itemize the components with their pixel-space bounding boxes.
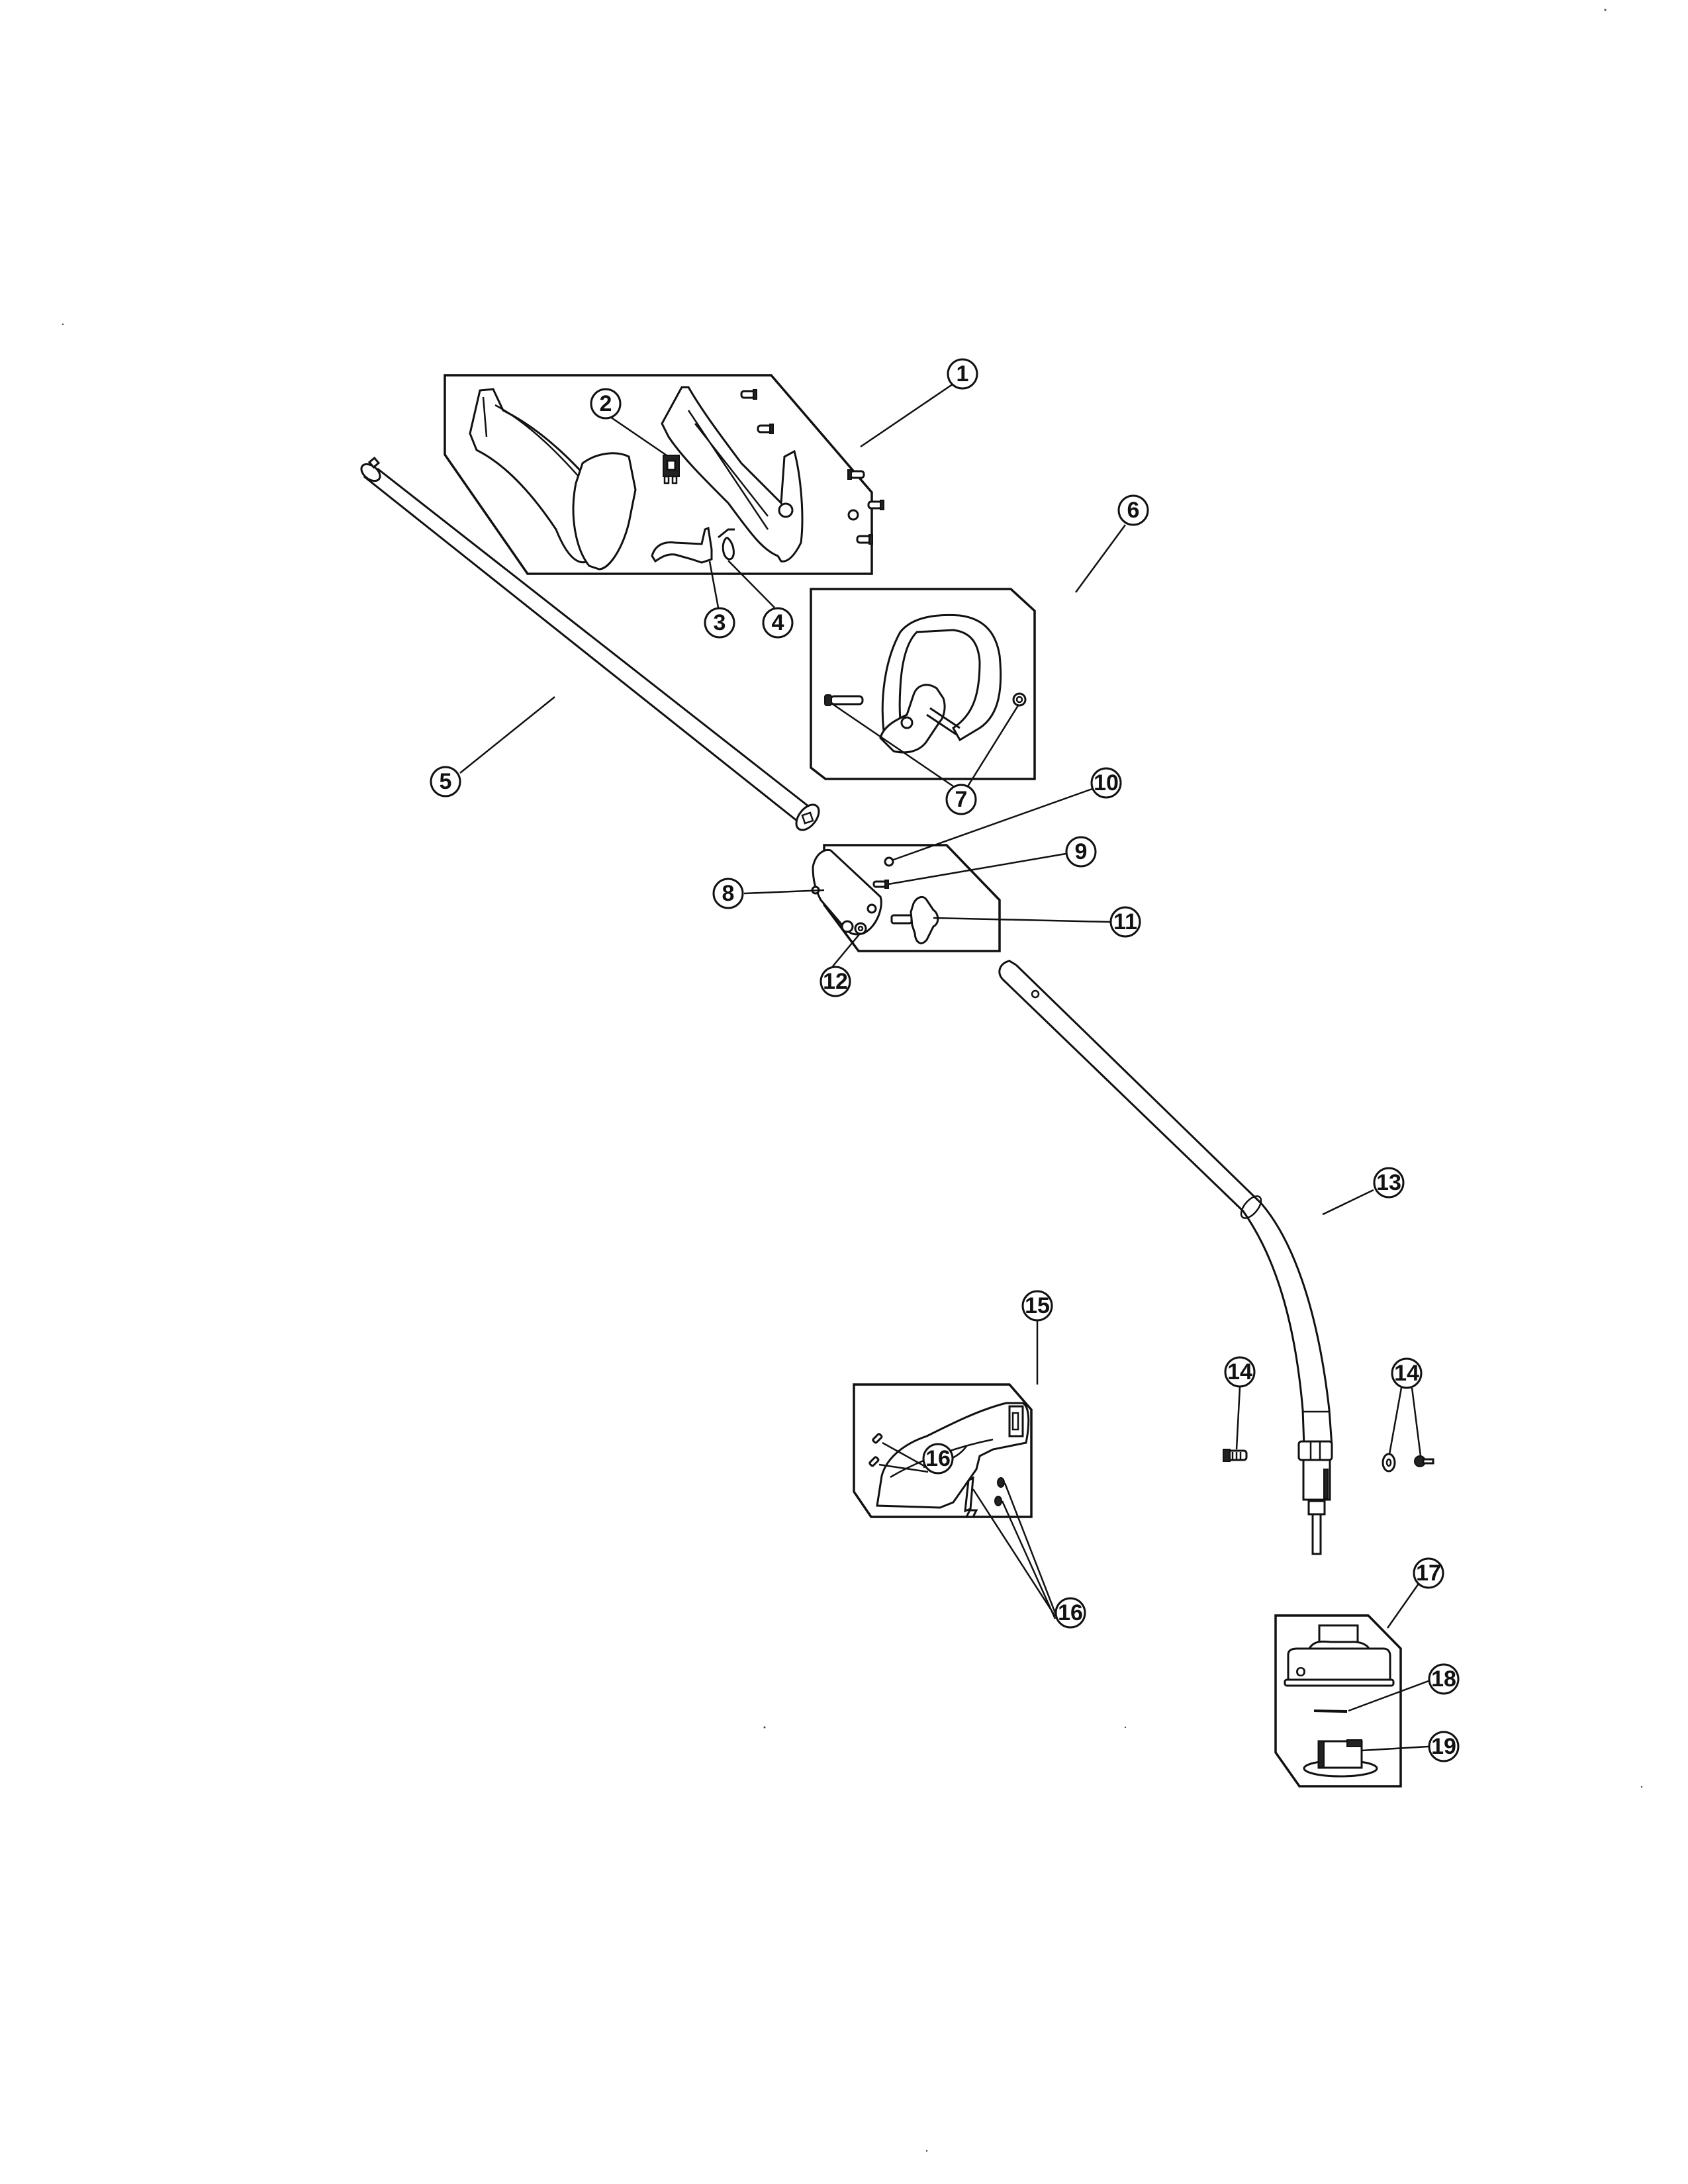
callout-16-screws: 16: [922, 1443, 954, 1475]
svg-text:11: 11: [1113, 909, 1137, 934]
coupler-screw: [872, 880, 887, 888]
line-cutter-blade: [964, 1509, 978, 1518]
kit-box-1: [444, 374, 873, 575]
callout-14-washer: 14: [1391, 1357, 1423, 1389]
svg-text:18: 18: [1431, 1666, 1456, 1692]
callout-7: 7: [945, 784, 977, 815]
svg-text:7: 7: [955, 787, 968, 812]
spool-marking: O: [1295, 1665, 1306, 1680]
shaft-nut: [1307, 1500, 1326, 1516]
callout-19: 19: [1428, 1731, 1460, 1762]
svg-text:5: 5: [440, 769, 452, 794]
handle-housing-kit: [444, 374, 884, 575]
callout-10: 10: [1090, 767, 1122, 799]
callout-18: 18: [1428, 1663, 1460, 1695]
svg-text:12: 12: [823, 969, 848, 994]
handle-housing-right: [661, 386, 804, 563]
callout-9: 9: [1065, 836, 1097, 868]
housing-screws: [740, 389, 884, 545]
svg-text:16: 16: [1058, 1600, 1083, 1625]
svg-text:4: 4: [772, 610, 784, 635]
callout-1: 1: [947, 358, 978, 390]
guard-washer-screw: [1382, 1453, 1434, 1473]
callout-5: 5: [430, 766, 461, 797]
callout-3: 3: [704, 607, 735, 639]
callout-12: 12: [820, 966, 851, 997]
svg-text:9: 9: [1075, 839, 1088, 864]
callout-2: 2: [590, 388, 622, 420]
callout-6: 6: [1117, 494, 1149, 526]
spool-housing-kit: O: [1274, 1614, 1402, 1788]
svg-text:15: 15: [1025, 1293, 1050, 1318]
svg-text:17: 17: [1416, 1561, 1441, 1586]
callout-8: 8: [712, 878, 744, 909]
coupler-knob: [910, 895, 939, 944]
callout-17: 17: [1413, 1557, 1444, 1589]
coupler-nut-12: [854, 922, 867, 935]
handle-nut: [1012, 692, 1027, 707]
svg-text:6: 6: [1127, 498, 1140, 523]
callout-11: 11: [1109, 906, 1141, 938]
svg-text:13: 13: [1376, 1170, 1401, 1195]
spool-housing: [1287, 1647, 1391, 1681]
svg-text:16: 16: [925, 1446, 951, 1471]
shaft-clamp: [1297, 1440, 1333, 1461]
lower-curved-shaft: [998, 960, 1333, 1555]
svg-text:1: 1: [957, 361, 969, 387]
leader-lines: [459, 383, 1429, 1752]
callout-15: 15: [1021, 1290, 1053, 1322]
svg-text:14: 14: [1394, 1361, 1419, 1386]
guard-bolt: [1223, 1449, 1248, 1462]
trigger-cover: [572, 452, 637, 570]
svg-text:14: 14: [1227, 1359, 1252, 1385]
assist-handle-kit: [810, 588, 1036, 780]
svg-text:10: 10: [1094, 770, 1119, 796]
handle-clamp: [879, 684, 946, 754]
callout-14-bolt: 14: [1224, 1356, 1256, 1388]
svg-text:3: 3: [714, 610, 726, 635]
svg-text:8: 8: [722, 881, 735, 906]
handle-bolt: [829, 695, 864, 705]
callout-13: 13: [1373, 1167, 1405, 1199]
callout-16-blade: 16: [1055, 1597, 1086, 1629]
coupler-nut: [884, 856, 894, 867]
trigger-lever: [651, 526, 713, 564]
svg-text:2: 2: [600, 391, 612, 416]
guard-screws: [868, 1433, 883, 1467]
assist-handle: [881, 614, 1002, 742]
svg-text:19: 19: [1431, 1734, 1456, 1759]
trigger-spring: [718, 528, 735, 561]
callout-4: 4: [762, 607, 794, 639]
coupler-kit: [811, 844, 1001, 952]
drive-shaft: [1311, 1513, 1322, 1555]
upper-shaft-tube: [360, 456, 820, 831]
scan-specks: [62, 9, 1643, 2152]
coupler-knob-stem: [890, 914, 913, 925]
